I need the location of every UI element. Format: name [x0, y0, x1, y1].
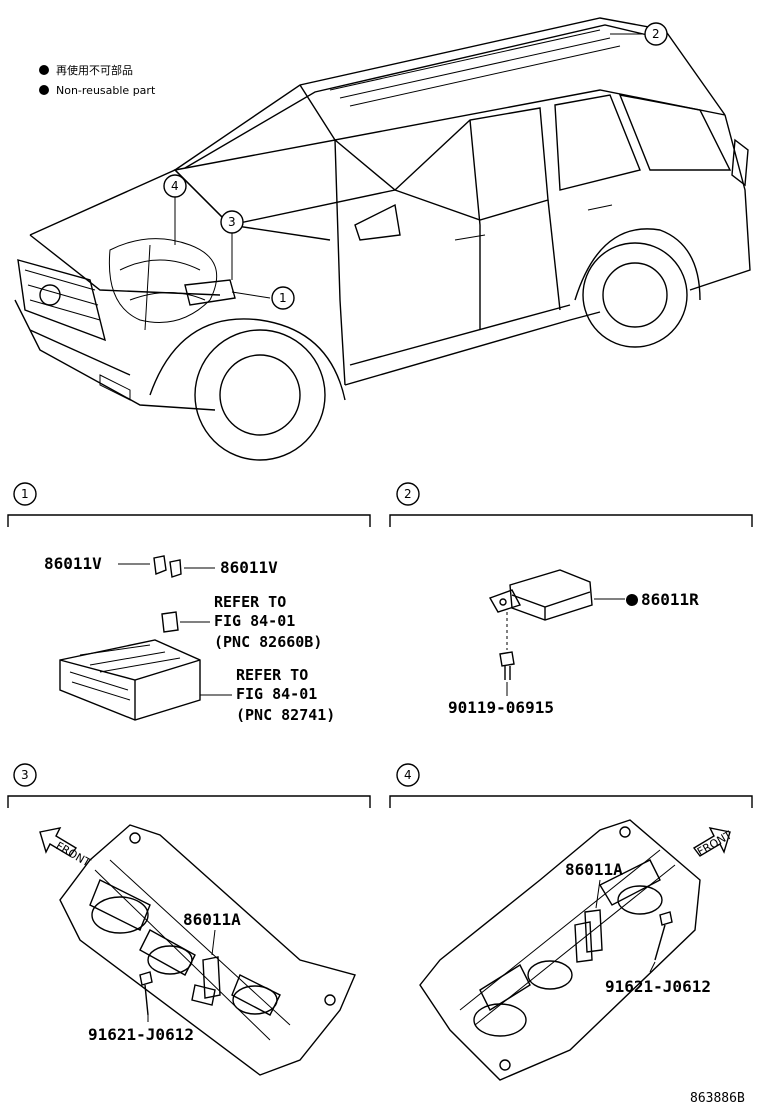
callout-2: 2 [652, 27, 660, 41]
legend-en: Non-reusable part [56, 84, 156, 97]
section-3-id: 3 [21, 768, 29, 782]
front-arrow-icon [692, 827, 731, 857]
front-label-4: FRONT [695, 828, 734, 858]
ref1-line1: REFER TO [214, 593, 286, 611]
part-86011A-right: 86011A [565, 860, 623, 879]
sensor-86011R [488, 569, 593, 621]
bolt-91621-right-label: 91621-J0612 [605, 977, 711, 996]
bolt-91621-left [139, 971, 153, 1016]
bolt-90119: 90119-06915 [448, 698, 554, 717]
callout-4: 4 [171, 179, 179, 193]
non-reusable-bullet-icon [39, 65, 49, 75]
bolt-91621-right [654, 911, 673, 961]
cylinder-head-cover-right [419, 819, 701, 1081]
section-2-id: 2 [404, 487, 412, 501]
section-2: 2 86011R 90119-06915 [389, 482, 753, 717]
callout-1: 1 [279, 291, 287, 305]
ref2-line3: (PNC 82741) [236, 706, 335, 724]
sensor-86011A-right [574, 909, 603, 963]
section-1-id: 1 [21, 487, 29, 501]
section-4-id: 4 [404, 768, 412, 782]
part-86011V-left: 86011V [44, 554, 102, 573]
cylinder-head-cover-left [59, 824, 356, 1076]
section-4: 4 FRONT 86011A [389, 763, 753, 1081]
callout-3: 3 [228, 215, 236, 229]
ref2-line1: REFER TO [236, 666, 308, 684]
non-reusable-bullet-icon [39, 85, 49, 95]
ref1-line3: (PNC 82660B) [214, 633, 322, 651]
bolt-91621-left-label: 91621-J0612 [88, 1025, 194, 1044]
vehicle-overview [14, 17, 751, 461]
part-86011V-right: 86011V [220, 558, 278, 577]
section-1: 1 86011V 86011V REFER TO FIG 84-01 (PNC … [7, 482, 371, 724]
bolt-90119-06915 [499, 651, 515, 680]
sensor-86011A-left [191, 956, 221, 1006]
ref1-line2: FIG 84-01 [214, 612, 295, 630]
part-86011A-left: 86011A [183, 910, 241, 929]
vehicle-callouts: 1 2 3 4 [163, 22, 668, 310]
legend-jp: 再使用不可部品 [56, 63, 133, 77]
non-reusable-bullet-icon [626, 594, 638, 606]
ref2-line2: FIG 84-01 [236, 685, 317, 703]
part-86011R: 86011R [641, 590, 699, 609]
legend: 再使用不可部品 Non-reusable part [39, 63, 156, 97]
ecu-module [59, 639, 201, 721]
section-3: 3 FRONT 86011A [7, 763, 371, 1076]
figure-id: 863886B [690, 1091, 745, 1106]
front-arrow-icon [39, 827, 78, 857]
